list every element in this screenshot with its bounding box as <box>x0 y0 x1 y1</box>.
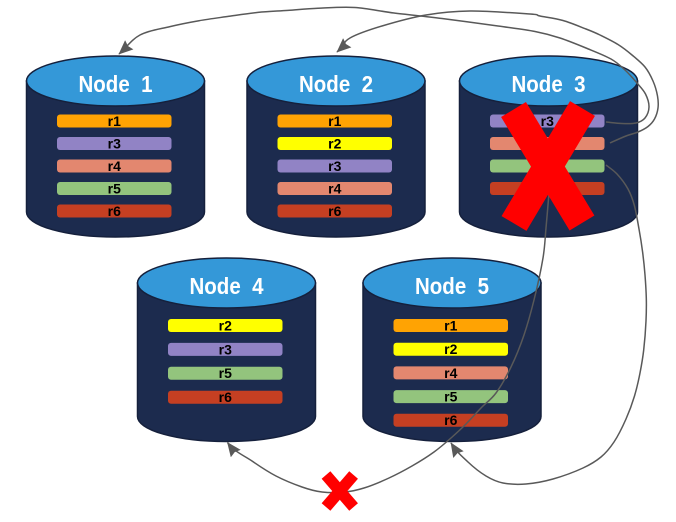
svg-text:r3: r3 <box>219 341 232 357</box>
svg-text:Node 4: Node 4 <box>190 273 264 299</box>
svg-text:r5: r5 <box>444 389 457 405</box>
svg-text:Node 1: Node 1 <box>79 71 153 97</box>
svg-text:r2: r2 <box>444 341 457 357</box>
svg-text:r2: r2 <box>219 317 232 333</box>
svg-text:Node 2: Node 2 <box>299 71 373 97</box>
svg-text:Node 5: Node 5 <box>415 273 489 299</box>
svg-text:r6: r6 <box>219 389 232 405</box>
svg-text:r6: r6 <box>444 412 457 428</box>
svg-text:r1: r1 <box>108 113 121 129</box>
svg-text:r6: r6 <box>108 203 121 219</box>
svg-text:r4: r4 <box>328 180 341 196</box>
svg-text:Node 3: Node 3 <box>512 71 586 97</box>
svg-text:r4: r4 <box>444 365 457 381</box>
svg-text:r3: r3 <box>108 135 121 151</box>
svg-text:r5: r5 <box>108 180 121 196</box>
svg-text:r5: r5 <box>219 365 232 381</box>
svg-text:r1: r1 <box>444 317 457 333</box>
svg-text:r3: r3 <box>328 158 341 174</box>
svg-text:r2: r2 <box>328 135 341 151</box>
svg-text:r6: r6 <box>328 203 341 219</box>
svg-text:r1: r1 <box>328 113 341 129</box>
svg-text:r4: r4 <box>108 158 121 174</box>
svg-text:r3: r3 <box>541 113 554 129</box>
